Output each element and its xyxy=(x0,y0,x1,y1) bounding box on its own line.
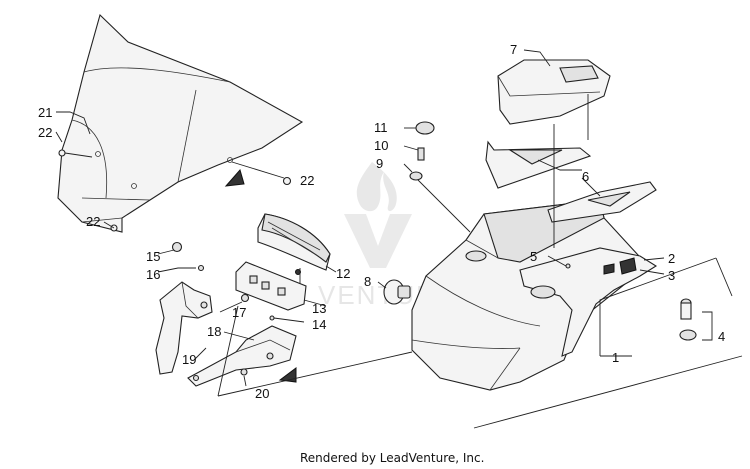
grommet-4 xyxy=(679,298,697,341)
callout-19: 19 xyxy=(182,352,196,367)
screw-14 xyxy=(269,315,275,321)
callout-21: 21 xyxy=(38,105,52,120)
callout-18: 18 xyxy=(207,324,221,339)
leader-lines xyxy=(55,49,743,429)
key-10 xyxy=(417,147,425,161)
bracket-bolt-16 xyxy=(197,264,205,272)
callout-10: 10 xyxy=(374,138,388,153)
windshield-assembly xyxy=(57,13,304,233)
left-bracket xyxy=(155,281,213,375)
watermark-v-icon xyxy=(344,214,412,268)
callout-7: 7 xyxy=(510,42,517,57)
screw-17 xyxy=(240,293,250,303)
ignition-switch-8 xyxy=(383,279,411,305)
callout-22-right: 22 xyxy=(300,173,314,188)
cap-11 xyxy=(415,121,435,135)
callout-11: 11 xyxy=(374,120,388,135)
gauge-mount-plate xyxy=(235,261,307,311)
callout-labels: 1 2 3 4 5 6 7 8 9 10 11 12 13 14 15 16 1… xyxy=(38,42,725,401)
callout-14: 14 xyxy=(312,317,326,332)
callout-17: 17 xyxy=(232,305,246,320)
windshield-screw-left xyxy=(58,149,93,158)
lower-bracket xyxy=(187,325,297,387)
footer-credit: Rendered by LeadVenture, Inc. xyxy=(300,451,484,465)
gauge-assembly xyxy=(155,213,331,387)
callout-12: 12 xyxy=(336,266,350,281)
callout-22-bottom: 22 xyxy=(86,214,100,229)
windshield xyxy=(57,13,304,233)
callout-20: 20 xyxy=(255,386,269,401)
watermark-flame-icon xyxy=(356,162,397,212)
callout-3: 3 xyxy=(668,268,675,283)
callout-2: 2 xyxy=(668,251,675,266)
callout-5: 5 xyxy=(530,249,537,264)
callout-15: 15 xyxy=(146,249,160,264)
callout-4: 4 xyxy=(718,329,725,344)
callout-16: 16 xyxy=(146,267,160,282)
vent-lens-upper xyxy=(485,140,592,189)
screw-20 xyxy=(240,368,248,376)
callout-22-top: 22 xyxy=(38,125,52,140)
callout-9: 9 xyxy=(376,156,383,171)
windshield-direction-arrow-icon xyxy=(224,168,245,187)
callout-6: 6 xyxy=(582,169,589,184)
bracket-nut-15 xyxy=(171,241,183,253)
bracket-direction-arrow-icon xyxy=(278,367,297,383)
callout-1: 1 xyxy=(612,350,619,365)
callout-8: 8 xyxy=(364,274,371,289)
callout-13: 13 xyxy=(312,301,326,316)
hood-assembly xyxy=(383,59,697,391)
nut-9 xyxy=(409,171,423,181)
windshield-screw-right xyxy=(231,161,292,186)
hood-side-panel xyxy=(519,247,658,357)
hood-screw-5 xyxy=(565,263,571,269)
